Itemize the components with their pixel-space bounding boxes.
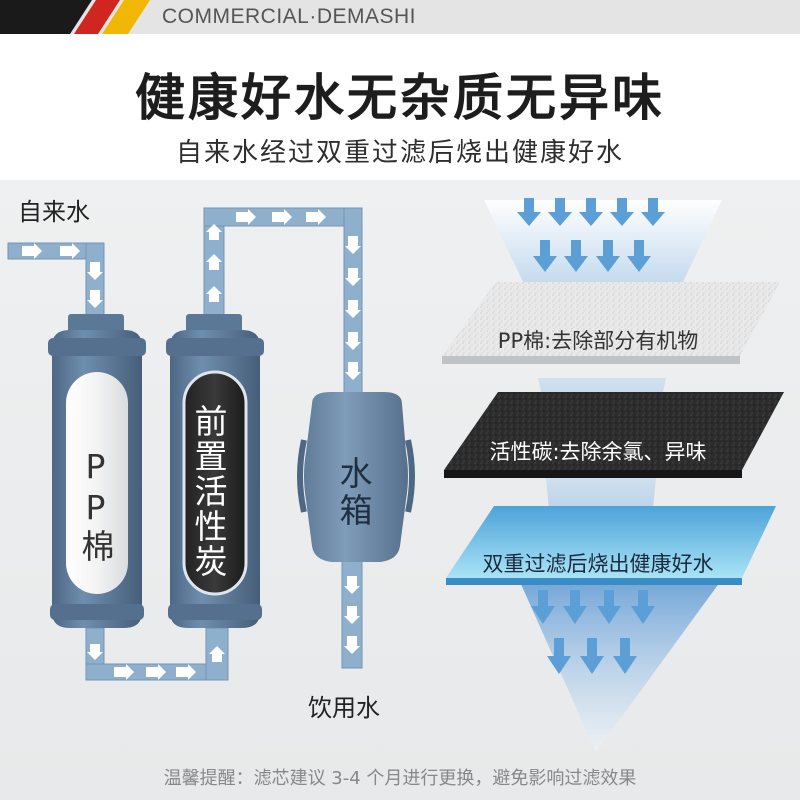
water-tank (297, 392, 415, 562)
carbon-layer-sheet (444, 392, 784, 478)
carbon-filter-label: 前置活性炭 (189, 404, 228, 579)
carbon-layer-label: 活性碳:去除余氯、异味 (489, 440, 707, 464)
carbon-filter-housing (166, 314, 264, 628)
replacement-tip: 温馨提醒：滤芯建议 3-4 个月进行更换，避免影响过滤效果 (163, 768, 637, 789)
brand-name: COMMERCIAL·DEMASHI (162, 5, 417, 28)
pp-layer-label: PP棉:去除部分有机物 (497, 329, 699, 353)
tank-label: 水箱 (334, 456, 373, 530)
pp-filter-housing (48, 314, 146, 628)
page-subtitle: 自来水经过双重过滤后烧出健康好水 (175, 138, 624, 168)
result-layer-sheet (446, 506, 776, 585)
header-stripe: COMMERCIAL·DEMASHI (0, 0, 800, 34)
pp-filter-label: PP棉 (76, 447, 115, 564)
page-title: 健康好水无杂质无异味 (135, 69, 665, 127)
result-layer-label: 双重过滤后烧出健康好水 (482, 552, 714, 576)
flow-arrows (22, 209, 361, 680)
outlet-label: 饮用水 (308, 694, 380, 722)
beam-arrows (517, 198, 665, 674)
pp-layer-sheet (442, 282, 780, 364)
flag-stripes-icon (0, 0, 150, 34)
inlet-label: 自来水 (18, 198, 90, 226)
